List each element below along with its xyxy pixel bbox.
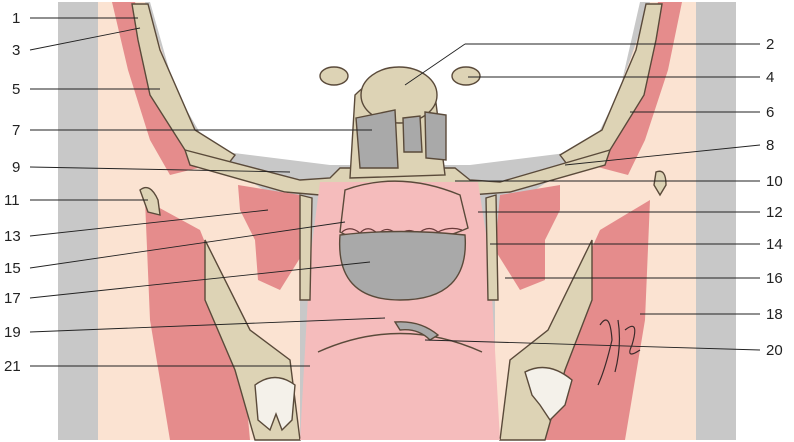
label-11: 11	[4, 192, 20, 209]
label-1: 1	[12, 10, 20, 27]
sphenoid-sinus-left	[356, 110, 398, 168]
right-foramen	[452, 67, 480, 85]
oral-cavity	[300, 332, 500, 441]
labels-left: 1 3 5 7 9 11 13 15 17 19 21	[4, 10, 21, 375]
label-9: 9	[12, 159, 20, 176]
label-12: 12	[766, 204, 783, 221]
label-21: 21	[4, 358, 21, 375]
label-17: 17	[4, 290, 21, 307]
label-20: 20	[766, 342, 783, 359]
label-5: 5	[12, 81, 20, 98]
label-4: 4	[766, 69, 774, 86]
label-19: 19	[4, 324, 21, 341]
label-7: 7	[12, 122, 20, 139]
label-2: 2	[766, 36, 774, 53]
label-14: 14	[766, 236, 783, 253]
label-15: 15	[4, 260, 21, 277]
sphenoid-sinus-right-a	[403, 116, 422, 152]
sphenoid-sinus-right-b	[425, 112, 446, 160]
right-pterygoid-plate	[486, 195, 498, 300]
left-foramen	[320, 67, 348, 85]
label-8: 8	[766, 137, 774, 154]
label-16: 16	[766, 270, 783, 287]
label-18: 18	[766, 306, 783, 323]
label-10: 10	[766, 173, 783, 190]
label-3: 3	[12, 42, 20, 59]
labels-right: 2 4 6 8 10 12 14 16 18 20	[766, 36, 783, 359]
label-6: 6	[766, 104, 774, 121]
label-13: 13	[4, 228, 21, 245]
left-pterygoid-plate	[300, 195, 312, 300]
